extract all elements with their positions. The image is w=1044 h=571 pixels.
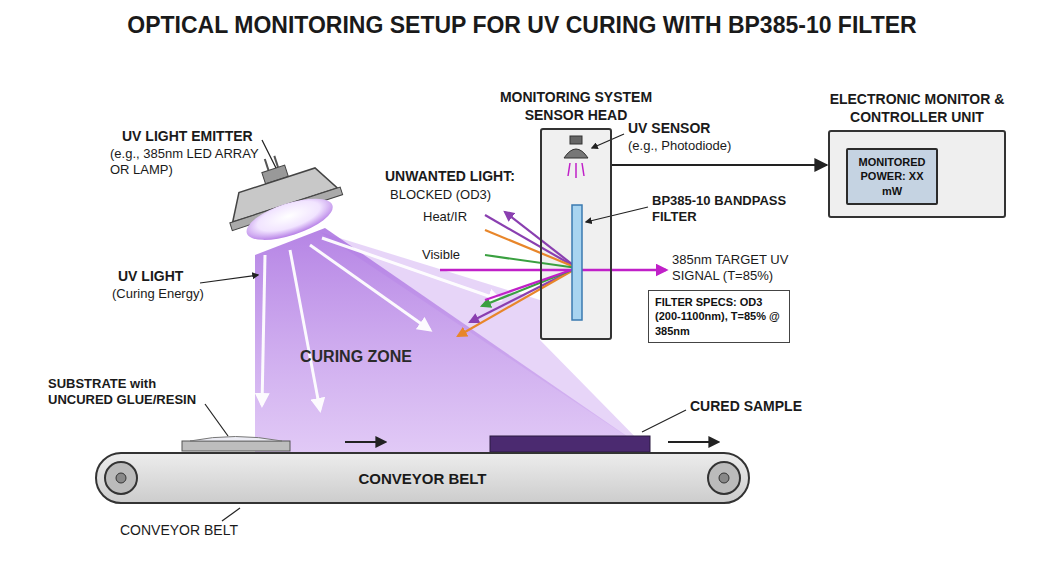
monitor-screen: MONITORED POWER: XX mW xyxy=(846,148,938,205)
callout-label: UV SENSOR xyxy=(628,120,738,138)
roller-hub xyxy=(719,473,729,483)
node-text: CONVEYOR BELT xyxy=(358,470,486,487)
cured-sample xyxy=(490,436,650,452)
photodiode xyxy=(564,136,588,178)
callout-label: UNWANTED LIGHT: xyxy=(385,168,525,186)
callout-label: UV LIGHT xyxy=(118,268,218,286)
callout-label: BLOCKED (OD3) xyxy=(390,187,500,203)
monitor-unit: ELECTRONIC MONITOR & CONTROLLER UNITMONI… xyxy=(828,130,1006,218)
callout-label: CURING ZONE xyxy=(300,347,440,367)
roller xyxy=(105,462,137,494)
node-text: FILTER SPECS: OD3 (200-1100nm), T=85% @ … xyxy=(655,295,783,338)
node-heading: MONITORING SYSTEM SENSOR HEAD xyxy=(471,89,681,124)
sensor-head-box: MONITORING SYSTEM SENSOR HEAD xyxy=(540,128,612,340)
callout-label: (e.g., 385nm LED ARRAY OR LAMP) xyxy=(110,146,275,179)
light-rays xyxy=(440,212,666,336)
roller xyxy=(708,462,740,494)
callout-label: CONVEYOR BELT xyxy=(120,522,260,540)
roller-hub xyxy=(116,473,126,483)
callout-label: BP385-10 BANDPASS FILTER xyxy=(652,193,792,226)
sensor-head-fill xyxy=(540,128,612,340)
motion-arrows xyxy=(345,441,718,443)
node-heading: ELECTRONIC MONITOR & CONTROLLER UNIT xyxy=(812,91,1022,126)
callout-label: UV LIGHT EMITTER xyxy=(122,128,282,146)
diagram-title: OPTICAL MONITORING SETUP FOR UV CURING W… xyxy=(0,12,1044,39)
callout-label: (e.g., Photodiode) xyxy=(628,138,768,154)
callout-label: 385nm TARGET UV SIGNAL (T=85%) xyxy=(672,252,822,285)
callout-label: CURED SAMPLE xyxy=(690,398,820,416)
callout-label: SUBSTRATE with UNCURED GLUE/RESIN xyxy=(48,376,213,409)
callout-label: Visible xyxy=(422,247,482,263)
callout-label: (Curing Energy) xyxy=(112,286,232,302)
filter-specs-box: FILTER SPECS: OD3 (200-1100nm), T=85% @ … xyxy=(648,290,790,343)
substrate xyxy=(182,437,290,452)
bandpass-filter xyxy=(572,205,582,320)
signal-arrow xyxy=(612,164,827,166)
conveyor-belt: CONVEYOR BELT xyxy=(95,452,750,504)
node-text: MONITORED POWER: XX mW xyxy=(852,155,932,198)
callout-label: Heat/IR xyxy=(423,209,483,225)
uv-rays xyxy=(262,238,500,410)
